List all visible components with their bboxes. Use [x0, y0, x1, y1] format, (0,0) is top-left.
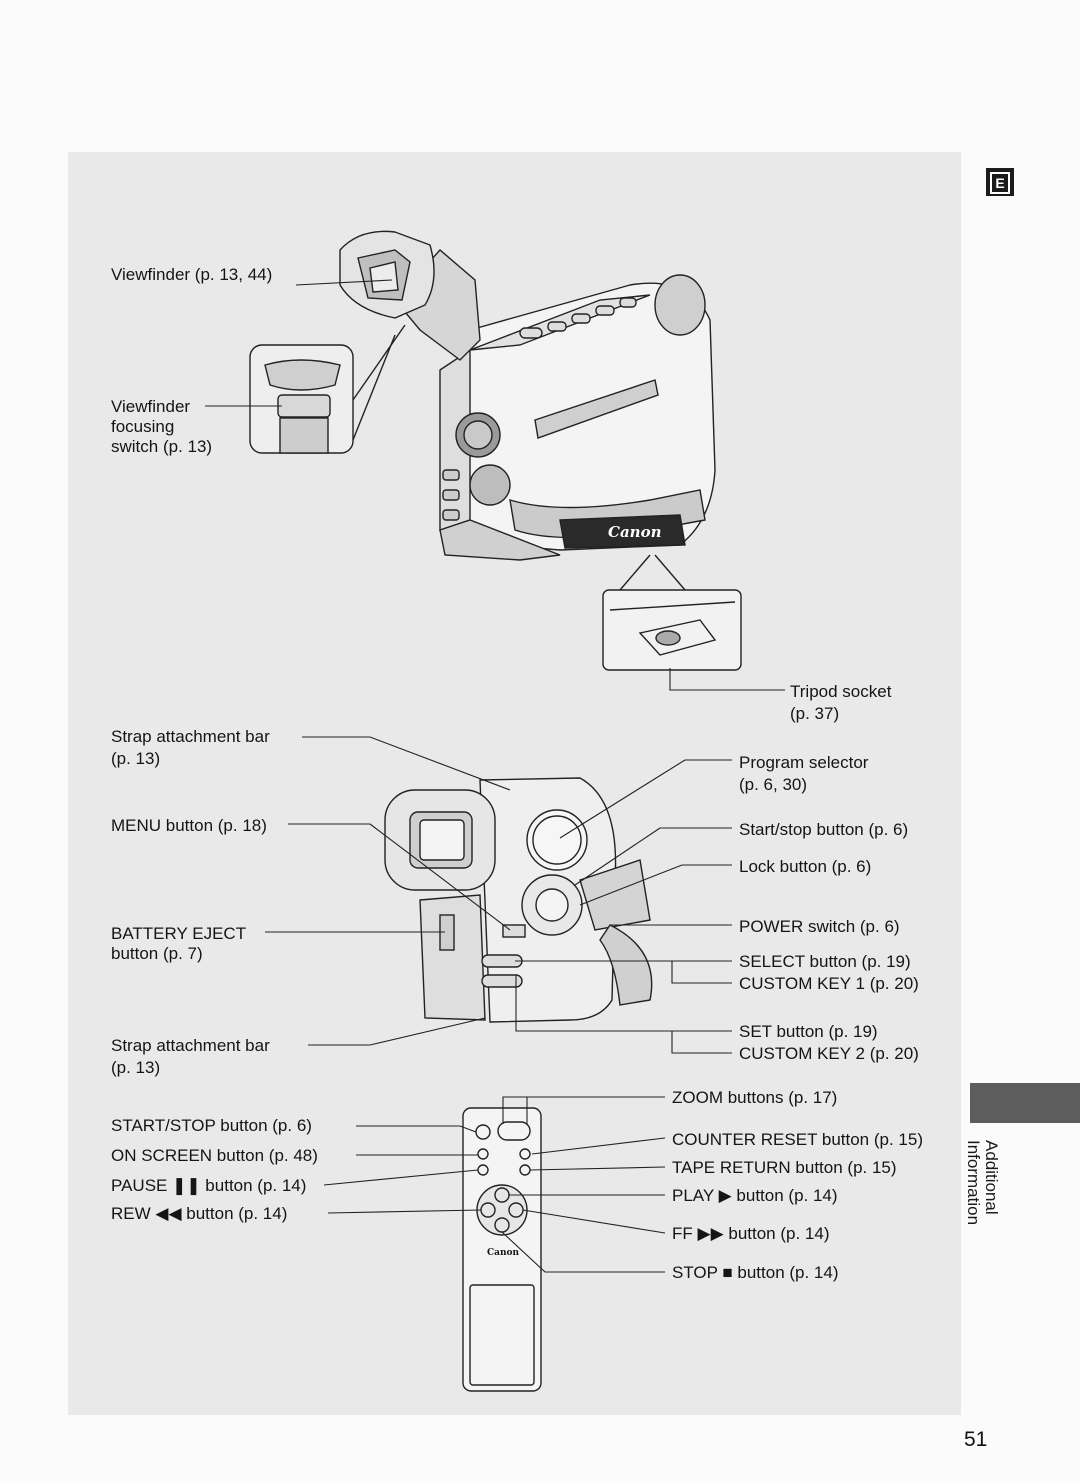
label-custom1: CUSTOM KEY 1 (p. 20) [739, 974, 919, 993]
brand-logo-remote: Canon [487, 1248, 520, 1258]
label-onscreen: ON SCREEN button (p. 48) [111, 1146, 318, 1165]
label-pause: PAUSE ❚❚ button (p. 14) [111, 1176, 307, 1195]
label-startstop: Start/stop button (p. 6) [739, 820, 909, 839]
page-number: 51 [964, 1428, 988, 1451]
label-ff: FF ▶▶ button (p. 14) [672, 1224, 830, 1243]
label-power: POWER switch (p. 6) [739, 917, 900, 936]
camcorder-rear-view [384, 777, 653, 1023]
label-strap-bot-1: Strap attachment bar [111, 1036, 270, 1055]
label-lock: Lock button (p. 6) [739, 857, 872, 876]
label-tripod-2: (p. 37) [790, 704, 840, 723]
label-viewfinder: Viewfinder (p. 13, 44) [111, 265, 273, 284]
label-strap-top-2: (p. 13) [111, 749, 161, 768]
label-counter: COUNTER RESET button (p. 15) [672, 1130, 923, 1149]
label-program-1: Program selector [739, 753, 869, 772]
label-rew: REW ◀◀ button (p. 14) [111, 1204, 288, 1223]
label-set: SET button (p. 19) [739, 1022, 878, 1041]
label-battery-1: BATTERY EJECT [111, 924, 247, 943]
remote-control [462, 1107, 542, 1392]
language-marker: E [986, 168, 1014, 196]
label-strap-top-1: Strap attachment bar [111, 727, 270, 746]
leader-lines [205, 279, 785, 1273]
camcorder-top-view [249, 230, 742, 671]
label-play: PLAY ▶ button (p. 14) [672, 1186, 838, 1205]
label-tripod-1: Tripod socket [790, 682, 892, 701]
label-rc-startstop: START/STOP button (p. 6) [111, 1116, 312, 1135]
label-select: SELECT button (p. 19) [739, 952, 911, 971]
label-vf-focus-1: Viewfinder [111, 397, 191, 416]
label-strap-bot-2: (p. 13) [111, 1058, 161, 1077]
label-vf-focus-2: focusing [111, 417, 175, 436]
label-tape-return: TAPE RETURN button (p. 15) [672, 1158, 897, 1177]
section-tab [970, 1083, 1080, 1123]
label-custom2: CUSTOM KEY 2 (p. 20) [739, 1044, 919, 1063]
label-stop: STOP ■ button (p. 14) [672, 1263, 839, 1282]
label-menu: MENU button (p. 18) [111, 816, 267, 835]
brand-logo-top: Canon [608, 523, 662, 541]
label-battery-2: button (p. 7) [111, 944, 203, 963]
label-program-2: (p. 6, 30) [739, 775, 808, 794]
label-zoom: ZOOM buttons (p. 17) [672, 1088, 838, 1107]
label-vf-focus-3: switch (p. 13) [111, 437, 213, 456]
